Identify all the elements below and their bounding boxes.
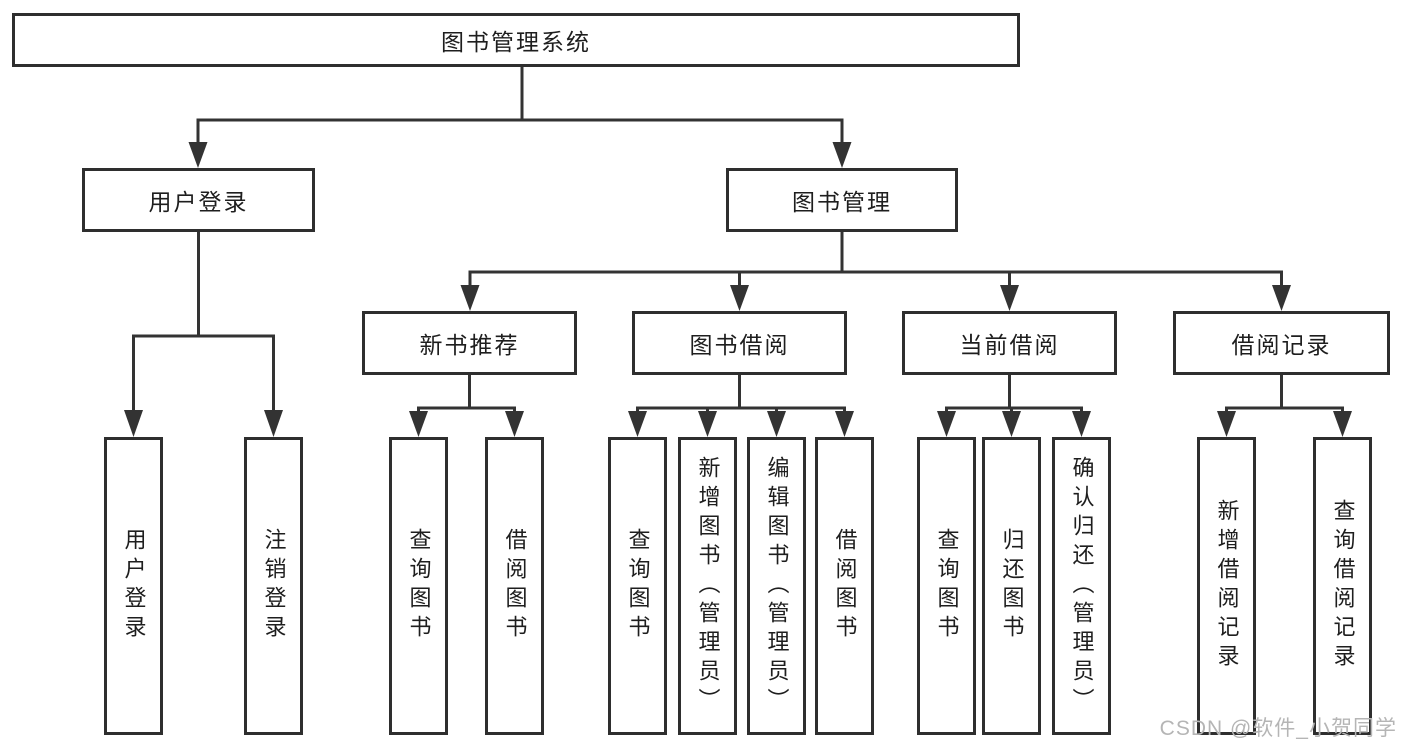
leaf-logout-label: 注销登录 xyxy=(261,528,287,644)
node-current-borrow-label: 当前借阅 xyxy=(959,332,1060,358)
leaf-return-book: 归还图书 xyxy=(982,437,1041,735)
leaf-logout: 注销登录 xyxy=(244,437,303,735)
leaf-borrow-book: 借阅图书 xyxy=(815,437,874,735)
node-current-borrow: 当前借阅 xyxy=(902,311,1117,375)
leaf-borrow-book-label: 借阅图书 xyxy=(832,528,858,644)
node-borrow-records: 借阅记录 xyxy=(1173,311,1390,375)
node-book-borrow-label: 图书借阅 xyxy=(689,332,790,358)
node-book-borrow: 图书借阅 xyxy=(632,311,847,375)
node-new-book-recommend-label: 新书推荐 xyxy=(419,332,520,358)
leaf-query-borrow-record-label: 查询借阅记录 xyxy=(1330,499,1356,673)
leaf-recommend-query-book: 查询图书 xyxy=(389,437,448,735)
node-borrow-records-label: 借阅记录 xyxy=(1231,332,1332,358)
connector-book-borrow-to-leaves xyxy=(628,375,854,437)
connector-current-borrow-to-leaves xyxy=(937,375,1091,437)
leaf-add-book-admin: 新增图书（管理员） xyxy=(678,437,737,735)
connector-borrow-records-to-leaves xyxy=(1217,375,1352,437)
leaf-recommend-query-book-label: 查询图书 xyxy=(406,528,432,644)
node-new-book-recommend: 新书推荐 xyxy=(362,311,577,375)
node-book-management: 图书管理 xyxy=(726,168,958,232)
connector-user-login-to-leaves xyxy=(124,232,283,437)
leaf-add-book-admin-label: 新增图书（管理员） xyxy=(695,455,721,717)
csdn-watermark: CSDN @软件_小贺同学 xyxy=(1159,717,1397,740)
leaf-user-login: 用户登录 xyxy=(104,437,163,735)
leaf-confirm-return-admin-label: 确认归还（管理员） xyxy=(1069,455,1095,717)
node-book-management-label: 图书管理 xyxy=(792,189,892,215)
leaf-borrow-query-book: 查询图书 xyxy=(608,437,667,735)
node-root-label: 图书管理系统 xyxy=(441,29,591,55)
connector-book-management-to-level3 xyxy=(460,232,1291,311)
leaf-current-query-book-label: 查询图书 xyxy=(934,528,960,644)
leaf-recommend-borrow-book-label: 借阅图书 xyxy=(502,528,528,644)
leaf-return-book-label: 归还图书 xyxy=(999,528,1025,644)
leaf-edit-book-admin-label: 编辑图书（管理员） xyxy=(764,455,790,717)
leaf-add-borrow-record-label: 新增借阅记录 xyxy=(1214,499,1240,673)
leaf-recommend-borrow-book: 借阅图书 xyxy=(485,437,544,735)
connector-root-to-level2 xyxy=(188,67,852,168)
leaf-query-borrow-record: 查询借阅记录 xyxy=(1313,437,1372,735)
leaf-current-query-book: 查询图书 xyxy=(917,437,976,735)
leaf-edit-book-admin: 编辑图书（管理员） xyxy=(747,437,806,735)
leaf-user-login-label: 用户登录 xyxy=(121,528,147,644)
node-user-login: 用户登录 xyxy=(82,168,315,232)
leaf-add-borrow-record: 新增借阅记录 xyxy=(1197,437,1256,735)
leaf-confirm-return-admin: 确认归还（管理员） xyxy=(1052,437,1111,735)
leaf-borrow-query-book-label: 查询图书 xyxy=(625,528,651,644)
node-user-login-label: 用户登录 xyxy=(148,189,249,215)
connector-new-book-recommend-to-leaves xyxy=(409,375,524,437)
node-root-library-system: 图书管理系统 xyxy=(12,13,1020,67)
